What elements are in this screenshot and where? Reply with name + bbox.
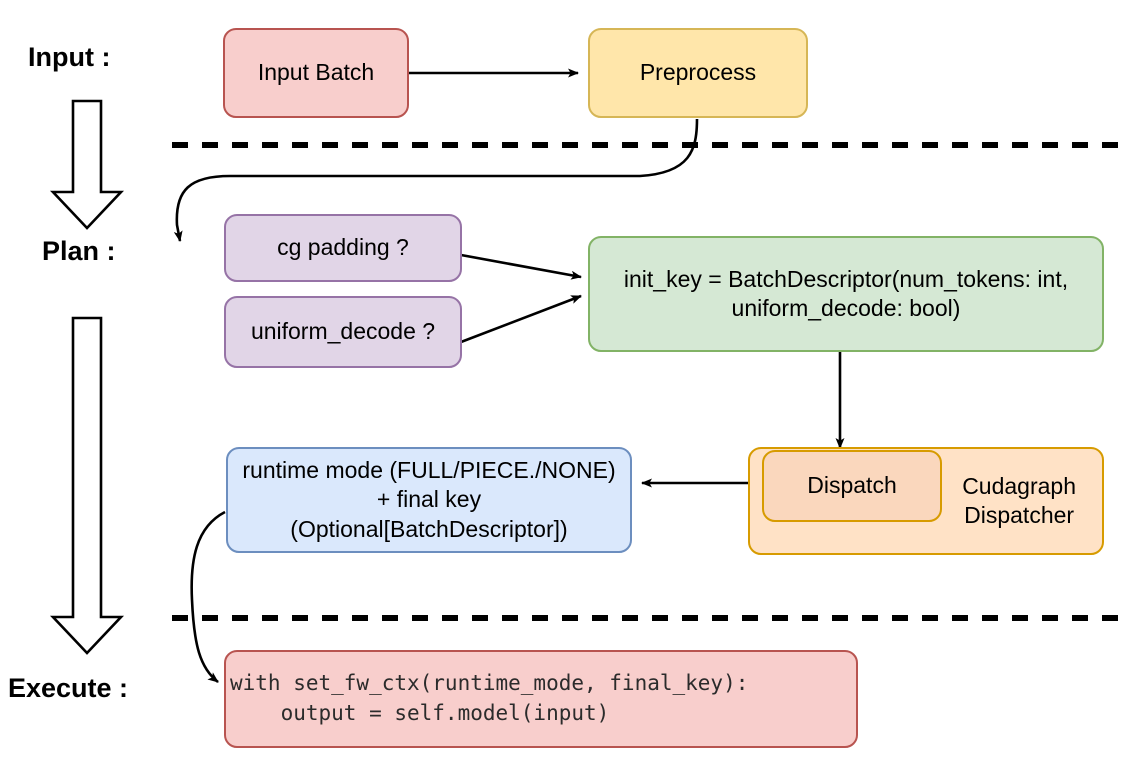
stage-arrow-plan-to-execute [49,316,125,655]
stage-arrow-input-to-plan [49,99,125,230]
node-runtime-mode[interactable]: runtime mode (FULL/PIECE./NONE) + final … [226,447,632,553]
node-uniform-decode-label: uniform_decode ? [250,318,436,345]
edge-cg-padding-to-init-key [460,253,582,280]
node-init-key-label: init_key = BatchDescriptor(num_tokens: i… [623,265,1069,321]
node-preprocess-label: Preprocess [639,59,757,86]
stage-label-input: Input : [28,42,111,72]
node-init-key[interactable]: init_key = BatchDescriptor(num_tokens: i… [588,236,1104,352]
node-dispatch-label: Dispatch [807,472,897,499]
node-cg-padding[interactable]: cg padding ? [224,214,462,282]
edge-runtime-mode-to-execute-code [190,510,226,684]
node-input-batch[interactable]: Input Batch [223,28,409,118]
stage-label-plan: Plan : [42,236,116,266]
node-cudagraph-dispatcher-label: Cudagraph Dispatcher [962,472,1076,528]
node-preprocess[interactable]: Preprocess [588,28,808,118]
node-uniform-decode[interactable]: uniform_decode ? [224,296,462,368]
edge-uniform-decode-to-init-key [460,294,582,344]
node-input-batch-label: Input Batch [257,59,375,86]
execute-code-text: with set_fw_ctx(runtime_mode, final_key)… [230,671,749,725]
stage-label-execute: Execute : [8,673,129,703]
node-runtime-mode-label: runtime mode (FULL/PIECE./NONE) + final … [242,456,616,542]
node-dispatch[interactable]: Dispatch [762,450,942,522]
node-execute-code[interactable]: with set_fw_ctx(runtime_mode, final_key)… [224,650,858,748]
node-cg-padding-label: cg padding ? [277,234,409,261]
